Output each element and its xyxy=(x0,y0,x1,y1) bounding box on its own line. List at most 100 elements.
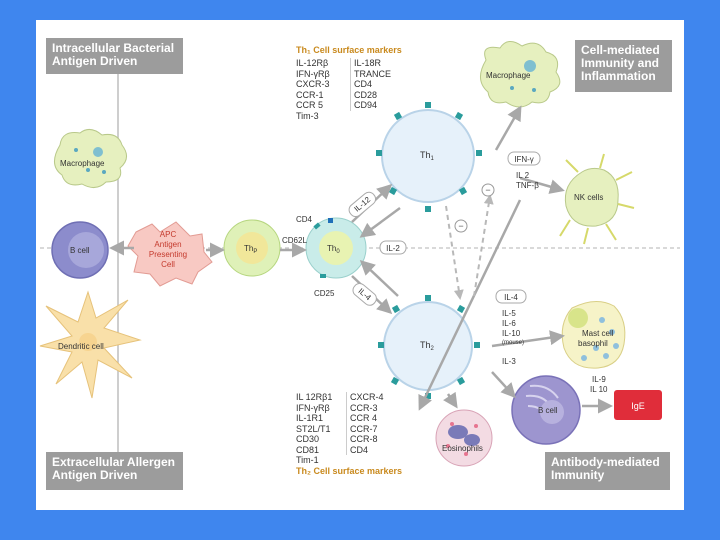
il12-pill: IL-12 xyxy=(348,191,377,218)
macrophage-right: Macrophage xyxy=(480,41,561,108)
macrophage-left-label: Macrophage xyxy=(60,159,105,168)
mast-label-line-2: basophil xyxy=(578,339,608,348)
b-cell-left: B cell xyxy=(51,221,109,279)
th2-marker: Tim-1 xyxy=(296,455,319,465)
mast-label-line-1: Mast cell xyxy=(582,329,614,338)
corner-intracellular-line-2: Antigen Driven xyxy=(52,54,138,68)
svg-text:Th0: Th0 xyxy=(327,244,340,255)
corner-antibody-line-1: Antibody-mediated xyxy=(551,455,660,469)
th2-markers-col2: CXCR-4 CCR-3 CCR 4 CCR-7 CCR-8 CD4 xyxy=(346,392,384,455)
corner-extracellular: Extracellular Allergen Antigen Driven xyxy=(46,452,183,490)
arrow-th1-th0 xyxy=(359,206,401,238)
th2-marker: CCR-3 xyxy=(350,402,378,413)
dashed-th1-th2 xyxy=(445,205,464,300)
eosinophils-label: Eosinophils xyxy=(442,444,483,453)
il6-label: IL-6 xyxy=(502,319,516,328)
th2-marker: IL 12Rβ1 xyxy=(296,392,333,402)
minus-1: − xyxy=(458,221,463,231)
corner-extracellular-line-2: Antigen Driven xyxy=(52,468,138,482)
th2-marker: IL-1R1 xyxy=(296,413,324,423)
apc-label-line-3: Presenting xyxy=(149,250,187,259)
th1-markers-col1: IL-12Rβ IFN-γRβ CXCR-3 CCR-1 CCR 5 Tim-3 xyxy=(296,58,330,121)
il2-pill: IL-2 xyxy=(379,240,407,255)
th2-markers-col1: IL 12Rβ1 IFN-γRβ IL-1R1 ST2L/T1 CD30 CD8… xyxy=(296,392,332,466)
th1-marker: TRANCE xyxy=(354,68,392,79)
mouse-label: (mouse) xyxy=(502,340,524,346)
il3-label: IL-3 xyxy=(502,357,516,366)
apc-cell: APC Antigen Presenting Cell xyxy=(127,221,213,287)
il4-pill: IL-4 xyxy=(352,283,377,306)
th1-subscript: 1 xyxy=(431,156,435,162)
b-cell-right-label: B cell xyxy=(538,406,558,415)
il2-tnf-line-2: TNF-β xyxy=(516,181,539,190)
th2-marker: IFN-γRβ xyxy=(296,402,330,413)
nk-cells-label: NK cells xyxy=(574,193,603,202)
corner-cell-mediated-line-2: Immunity and xyxy=(581,56,660,70)
il10-label: IL-10 xyxy=(502,329,521,338)
svg-text:Th1: Th1 xyxy=(420,150,435,162)
th2-marker: CCR 4 xyxy=(350,413,378,423)
arrow-th1-macrophage xyxy=(494,105,522,151)
cd62l-label: CD62L xyxy=(282,236,307,245)
arrow-th2-bcell xyxy=(491,371,517,399)
th1-marker: CD94 xyxy=(354,100,378,110)
arrow-th2-eos xyxy=(443,391,458,409)
corner-intracellular: Intracellular Bacterial Antigen Driven xyxy=(46,38,183,74)
il5-label: IL-5 xyxy=(502,309,516,318)
th2-markers-title: Th₂ Cell surface markers xyxy=(296,466,403,476)
th2-subscript: 2 xyxy=(431,346,435,352)
ifn-pill: IFN-γ xyxy=(507,151,541,166)
th1-marker: CD4 xyxy=(354,79,373,89)
ige-box: IgE xyxy=(614,390,662,420)
th0-subscript: 0 xyxy=(336,249,340,255)
apc-label-line-4: Cell xyxy=(161,260,175,269)
b-cell-right: B cell xyxy=(511,375,581,445)
il4-box-label: IL-4 xyxy=(504,293,518,302)
il4-box-pill: IL-4 xyxy=(495,289,527,304)
macrophage-right-label: Macrophage xyxy=(486,71,531,80)
thp-subscript: P xyxy=(253,249,257,255)
th1-markers-col2: IL-18R TRANCE CD4 CD28 CD94 xyxy=(350,58,391,111)
corner-extracellular-line-1: Extracellular Allergen xyxy=(52,455,175,469)
th1-marker: IFN-γRβ xyxy=(296,68,330,79)
th1-cell: Th1 xyxy=(376,102,482,212)
th1-marker: IL-18R xyxy=(354,58,382,68)
apc-label-line-1: APC xyxy=(160,230,177,239)
corner-antibody-line-2: Immunity xyxy=(551,468,605,482)
arrow-th2-mast xyxy=(491,330,565,348)
th2-marker: CD4 xyxy=(350,444,369,455)
thp-label: Th xyxy=(244,244,253,253)
th1-marker: CD28 xyxy=(354,89,378,100)
th2-marker: CCR-7 xyxy=(350,423,378,434)
dendritic-cell-label: Dendritic cell xyxy=(58,342,104,351)
arrow-th1-nk xyxy=(519,176,565,194)
th2-label: Th xyxy=(420,340,431,350)
svg-text:ThP: ThP xyxy=(244,244,257,255)
th1-marker: CXCR-3 xyxy=(296,79,330,89)
corner-intracellular-line-1: Intracellular Bacterial xyxy=(52,41,175,55)
il2-label: IL-2 xyxy=(386,244,400,253)
minus-markers: − − xyxy=(454,183,495,233)
dendritic-cell: Dendritic cell xyxy=(39,290,142,399)
th2-marker: ST2L/T1 xyxy=(296,423,331,434)
nk-cells: NK cells xyxy=(559,153,635,245)
th2-cell: Th2 xyxy=(378,295,480,399)
th1-marker: IL-12Rβ xyxy=(296,58,329,68)
inhibition-arrows xyxy=(445,194,494,300)
il10b-label: IL 10 xyxy=(590,385,608,394)
cd4-label: CD4 xyxy=(296,215,313,224)
thp-cell: ThP xyxy=(223,219,281,277)
cd25-label: CD25 xyxy=(314,289,335,298)
th1-marker: CCR 5 xyxy=(296,100,324,110)
th2-marker: CD30 xyxy=(296,434,320,444)
il2-tnf-line-1: IL 2 xyxy=(516,171,530,180)
th1-markers-title: Th₁ Cell surface markers xyxy=(296,45,402,55)
ifn-label: IFN-γ xyxy=(514,155,534,164)
ige-label: IgE xyxy=(631,401,645,411)
th1-marker: CCR-1 xyxy=(296,89,324,100)
th2-marker: CXCR-4 xyxy=(350,392,384,402)
corner-cell-mediated-line-1: Cell-mediated xyxy=(581,43,660,57)
arrow-th2-th0 xyxy=(359,259,399,297)
minus-2: − xyxy=(485,185,490,195)
